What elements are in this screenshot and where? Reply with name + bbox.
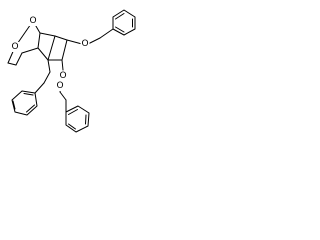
bond [34,82,45,94]
upper-benzyloxy-chain [66,28,114,45]
benzene-ring-lower-left [11,90,38,116]
oxygen-label: O [81,39,88,49]
bond [37,47,49,61]
double-bond [26,104,35,113]
bond [87,37,101,45]
oxygen-ether-lower-b: O [55,81,65,91]
lower-benzyl-chain [34,59,51,94]
bond [39,32,56,37]
oxygen-ether-lower-a: O [58,71,68,81]
ring-outline [112,9,136,36]
oxygen-label: O [29,16,36,26]
bond [59,91,67,101]
bond [66,39,83,45]
bond [54,35,68,41]
double-bond [85,114,87,125]
bond [37,32,41,49]
bond [47,35,56,61]
double-bond [68,109,78,115]
ring-outline [65,105,90,133]
bond [61,59,64,71]
double-bond [115,26,125,33]
bond [21,47,39,54]
bond [15,52,23,66]
double-bond [115,13,125,20]
bond [47,59,51,73]
oxygen-label: O [56,81,63,91]
oxygen-label: O [11,42,18,52]
double-bond [23,93,34,96]
benzene-ring-upper [112,9,136,36]
double-bond [12,100,16,110]
ring-outline [11,90,38,116]
oxygen-ether-upper: O [80,39,90,49]
atom-labels: O O O O O [10,16,90,91]
bond [99,28,114,39]
bond [7,62,17,66]
double-bond [68,123,76,130]
bond [43,71,51,84]
benzene-ring-lower-right [65,105,90,133]
molecule-structure: O O O O O [7,9,136,133]
oxygen-bridge: O [28,16,38,26]
bond [61,39,68,61]
oxygen-ring: O [10,42,20,52]
oxygen-label: O [59,71,66,81]
